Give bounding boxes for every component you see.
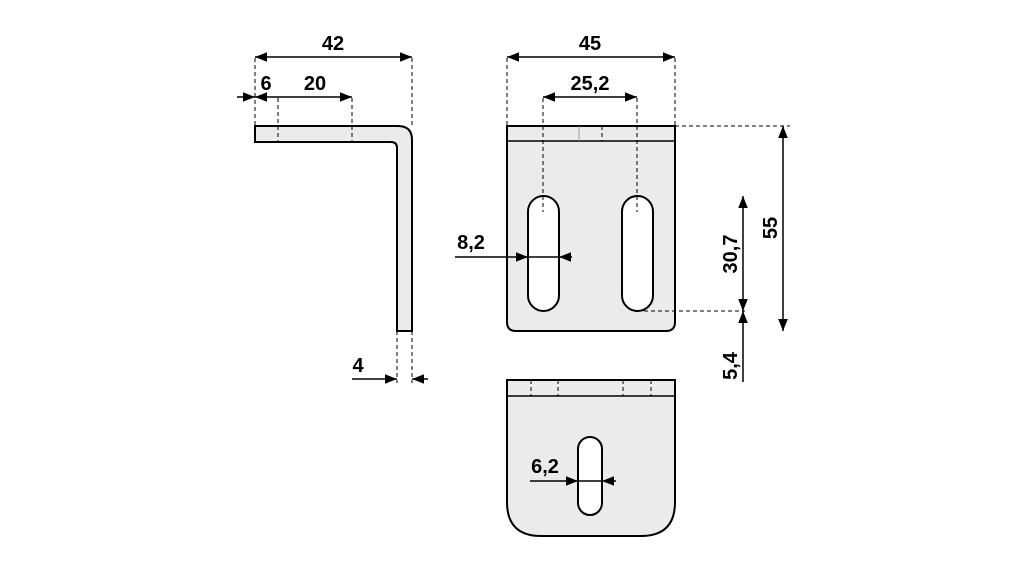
dim-width: 45: [579, 33, 601, 55]
slot-center: [577, 436, 603, 516]
dim-slot-width: 8,2: [457, 232, 485, 254]
slot-right: [621, 195, 654, 312]
dim-height: 55: [760, 217, 782, 239]
slot-left: [527, 195, 560, 312]
front-view: 45 25,2 8,2 30,7 55 5,4: [455, 33, 790, 382]
bracket-profile: [254, 125, 413, 332]
dim-hole-center: 20: [304, 73, 326, 95]
dim-bottom-offset: 5,4: [720, 351, 742, 380]
dim-variant-slot-width: 6,2: [531, 456, 559, 478]
dim-overall-width: 42: [322, 33, 344, 55]
dim-slot-spacing: 25,2: [571, 73, 610, 95]
side-view: 42 6 20 4: [237, 33, 428, 384]
dim-offset: 6: [260, 73, 271, 95]
variant-view: 6,2: [506, 379, 676, 537]
dim-thickness: 4: [352, 355, 364, 377]
dim-slot-length: 30,7: [720, 235, 742, 274]
